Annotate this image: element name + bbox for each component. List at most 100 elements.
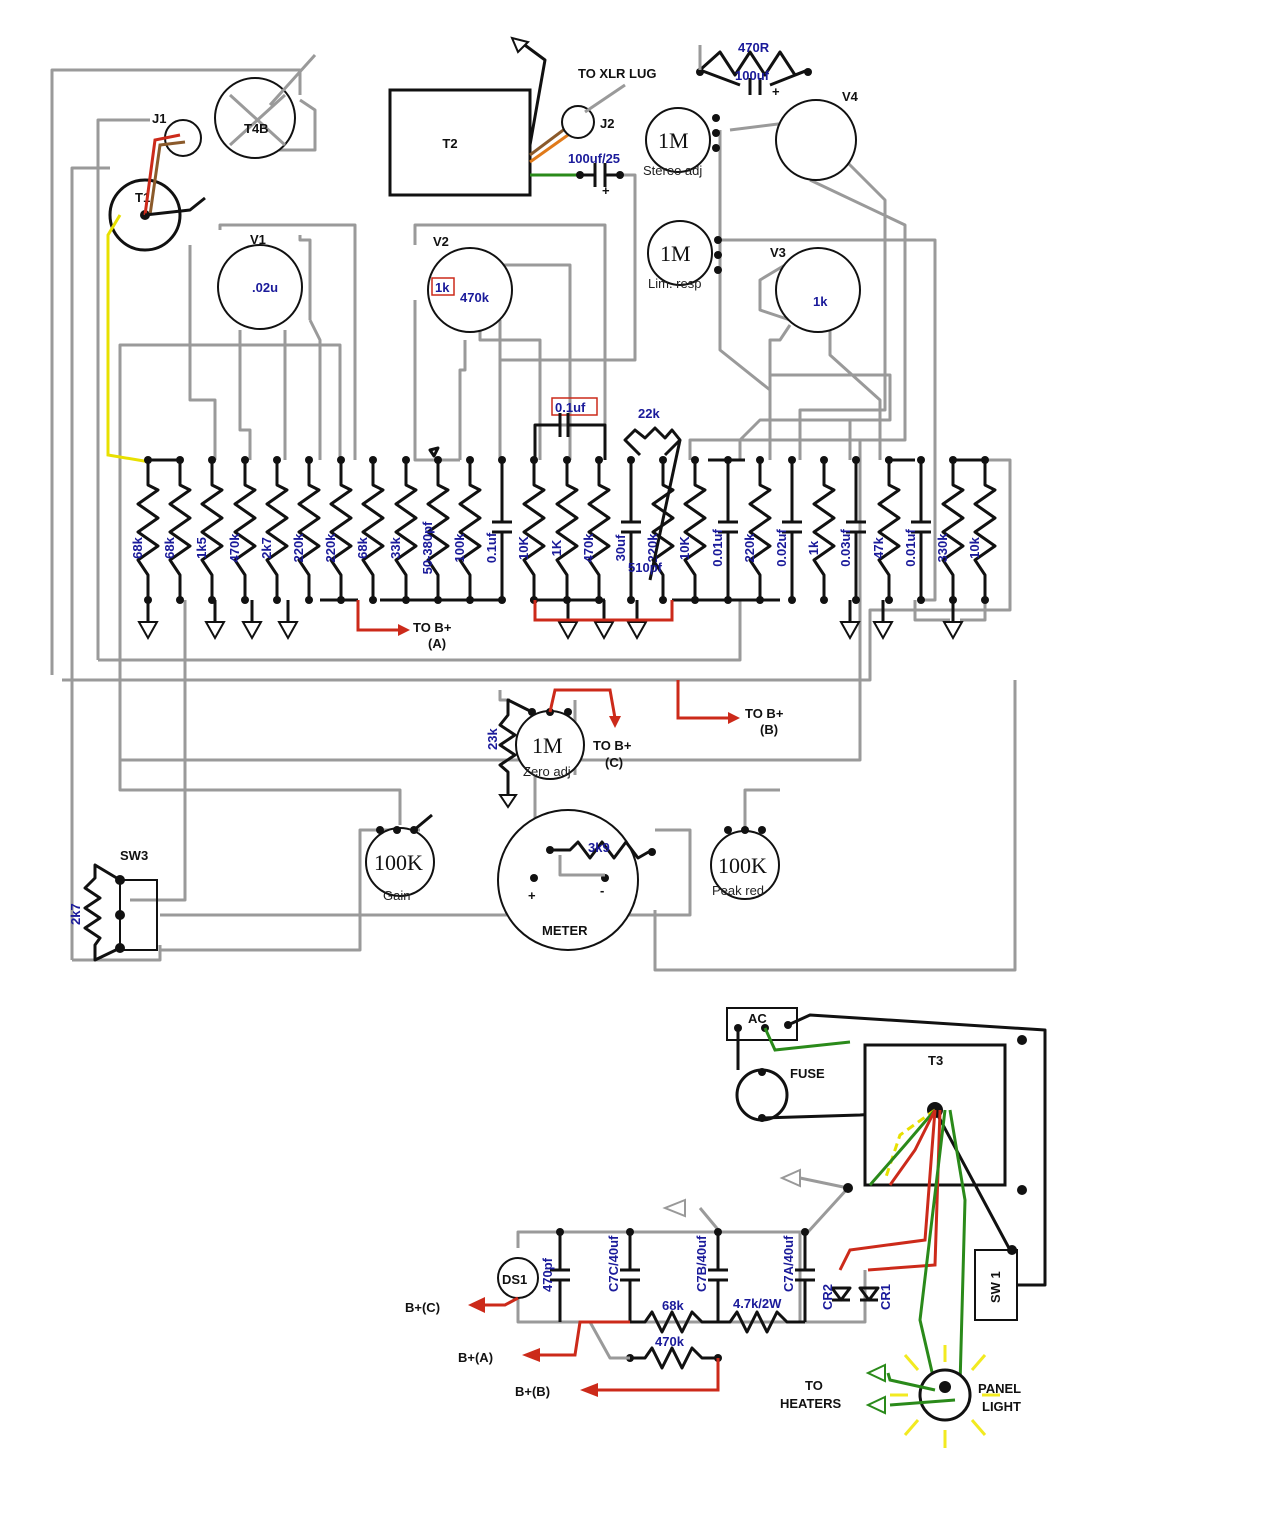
board-component: 220k [291, 456, 321, 604]
top-section: T2 J2 TO XLR LUG 100uf/25 + J1 T1 T4B V1… [106, 36, 861, 464]
lim-resp-label: Lim. resp [648, 276, 701, 291]
v2-r1-label: 1k [435, 280, 450, 295]
to-b-plus-b: TO B+ [745, 706, 784, 721]
board-component: 1k5 [194, 456, 224, 604]
arrow-left-icon [779, 1168, 801, 1188]
board-component: 330k [935, 456, 965, 604]
r-4k7-label: 4.7k/2W [733, 1296, 782, 1311]
arrow-left-icon [580, 1383, 598, 1397]
board-component: 68k [355, 456, 385, 604]
component-label: 220k [742, 533, 757, 563]
meter-plus: + [528, 888, 536, 903]
pot-lim-resp [647, 220, 713, 286]
board-component: 1K [549, 456, 579, 604]
component-label: 68k [130, 536, 145, 558]
heaters-label: HEATERS [780, 1396, 841, 1411]
board-component: 220k [742, 456, 772, 604]
arrow-left-icon [865, 1395, 886, 1415]
board-component: 10k [967, 456, 997, 604]
component-label: 10k [967, 536, 982, 558]
board-component: 100k [452, 456, 482, 604]
board-component: 50-380pf [420, 456, 450, 604]
component-label: 0.1uf [484, 532, 499, 563]
component-label: 470k [227, 533, 242, 563]
meter-minus: - [600, 883, 604, 898]
psu-caps [550, 1228, 815, 1322]
ground-icon [593, 621, 615, 641]
component-label: 220k [291, 533, 306, 563]
j2-label: J2 [600, 116, 614, 131]
panel-light [918, 1368, 972, 1422]
b-plus-c-label: (C) [605, 755, 623, 770]
to-b-plus-c: TO B+ [593, 738, 632, 753]
component-label: 33k [388, 536, 403, 558]
arrow-left-icon [662, 1198, 686, 1218]
component-label: 100k [452, 533, 467, 563]
arrow-left-icon [468, 1297, 485, 1313]
ground-icon [204, 621, 226, 641]
r-2k7-label: 2k7 [68, 903, 83, 925]
board-component: 0.01uf [710, 456, 738, 604]
board-component: 0.01uf [903, 456, 931, 604]
board-component: 47k [871, 456, 901, 604]
component-label: 0.02uf [774, 529, 789, 567]
board-component: 470k [227, 456, 257, 604]
v2-tube [427, 247, 513, 333]
sw3-label: SW3 [120, 848, 148, 863]
r-3k9-label: 3k9 [588, 840, 610, 855]
component-label: 1k5 [194, 537, 209, 559]
r-470k-label: 470k [655, 1334, 685, 1349]
v1-cap-label: .02u [252, 280, 278, 295]
component-label: 1K [549, 539, 564, 556]
j2-jack [561, 105, 595, 139]
ground-icon [277, 621, 299, 641]
ds1-label: DS1 [502, 1272, 527, 1287]
component-label: 47k [871, 536, 886, 558]
pot-stereo-value: 1M [658, 128, 689, 153]
component-label: 10K [516, 535, 531, 559]
arrow-right-icon [398, 624, 410, 636]
t2-label: T2 [442, 136, 457, 151]
b-plus-c-psu: B+(C) [405, 1300, 440, 1315]
ground-icon [557, 621, 579, 641]
to-xlr-label: TO XLR LUG [578, 66, 656, 81]
arrow-left-icon [522, 1348, 540, 1362]
board-component: 220k [323, 456, 353, 604]
sw3-switch [119, 879, 158, 951]
b-plus-b-psu: B+(B) [515, 1384, 550, 1399]
board-component: 30uf [613, 456, 641, 604]
t4b-label: T4B [244, 121, 269, 136]
cr2-label: CR2 [820, 1284, 835, 1310]
to-label: TO [805, 1378, 823, 1393]
component-label: 68k [355, 536, 370, 558]
sw1-switch [974, 1249, 1018, 1321]
arrow-down-icon [609, 716, 621, 728]
c7b-label: C7B/40uf [694, 1235, 709, 1292]
b-plus-a-label: (A) [428, 636, 446, 651]
component-label: 0.01uf [903, 529, 918, 567]
component-label: 68k [162, 536, 177, 558]
ground-icon [241, 621, 263, 641]
r-68k-label: 68k [662, 1298, 684, 1313]
arrow-up-icon [510, 36, 530, 54]
v2-r2-label: 470k [460, 290, 490, 305]
component-label: 50-380pf [420, 521, 435, 574]
stereo-adj-label: Stereo adj [643, 163, 702, 178]
board-component: 33k [388, 456, 418, 604]
grey-wiring [50, 68, 1017, 972]
t3-label: T3 [928, 1053, 943, 1068]
cap-100uf-25-label: 100uf/25 [568, 151, 620, 166]
board-component: 0.03uf [838, 456, 866, 604]
ground-icon [839, 621, 861, 641]
arrow-left-icon [865, 1363, 886, 1383]
component-label: 1k [806, 540, 821, 555]
ground-icon [942, 621, 964, 641]
plus-sign: + [772, 84, 780, 99]
component-label: 0.03uf [838, 529, 853, 567]
peak-label: Peak red [712, 883, 764, 898]
r-470r-label: 470R [738, 40, 770, 55]
v3-label: V3 [770, 245, 786, 260]
peak-value: 100K [718, 853, 767, 878]
v4-label: V4 [842, 89, 859, 104]
